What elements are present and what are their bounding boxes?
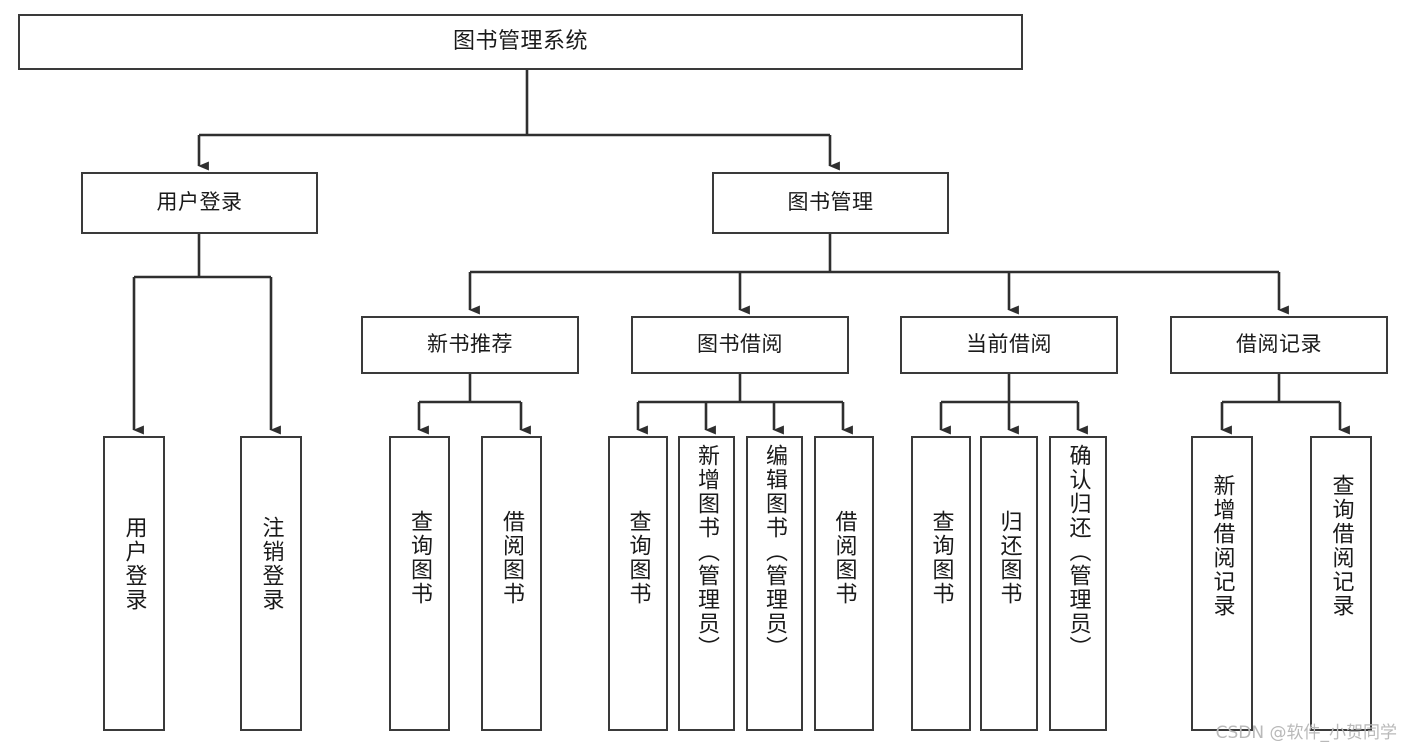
node-borrow-record[interactable]: 借阅记录	[1170, 316, 1388, 374]
node-book-borrow[interactable]: 图书借阅	[631, 316, 849, 374]
node-leaf-query-book-1[interactable]: 查询图书	[389, 436, 450, 731]
node-book-manage-label: 图书管理	[787, 190, 874, 215]
node-leaf-edit-book[interactable]: 编辑图书（管理员）	[746, 436, 803, 731]
node-leaf-query-record[interactable]: 查询借阅记录	[1310, 436, 1372, 731]
node-leaf-logout-label: 注销登录	[258, 516, 284, 612]
node-root-label: 图书管理系统	[452, 28, 588, 54]
node-leaf-add-record[interactable]: 新增借阅记录	[1191, 436, 1253, 731]
node-leaf-user-login-label: 用户登录	[121, 516, 147, 612]
node-leaf-query-book-3-label: 查询图书	[928, 510, 954, 606]
node-leaf-borrow-book-2-label: 借阅图书	[831, 510, 857, 606]
node-new-book-recommend[interactable]: 新书推荐	[361, 316, 579, 374]
node-leaf-query-record-label: 查询借阅记录	[1328, 474, 1354, 618]
node-leaf-logout[interactable]: 注销登录	[240, 436, 302, 731]
node-leaf-return-book[interactable]: 归还图书	[980, 436, 1038, 731]
node-leaf-borrow-book-1-label: 借阅图书	[499, 510, 525, 606]
node-leaf-return-book-label: 归还图书	[996, 510, 1022, 606]
node-leaf-confirm-return[interactable]: 确认归还（管理员）	[1049, 436, 1107, 731]
node-current-borrow[interactable]: 当前借阅	[900, 316, 1118, 374]
node-leaf-query-book-1-label: 查询图书	[407, 510, 433, 606]
node-user-login[interactable]: 用户登录	[81, 172, 318, 234]
node-leaf-add-book-label: 新增图书（管理员）	[694, 444, 720, 660]
node-leaf-confirm-return-label: 确认归还（管理员）	[1065, 444, 1091, 660]
node-leaf-add-book[interactable]: 新增图书（管理员）	[678, 436, 735, 731]
node-user-login-label: 用户登录	[156, 190, 243, 215]
node-leaf-user-login[interactable]: 用户登录	[103, 436, 165, 731]
node-leaf-edit-book-label: 编辑图书（管理员）	[762, 444, 788, 660]
node-book-borrow-label: 图书借阅	[697, 332, 783, 357]
node-leaf-add-record-label: 新增借阅记录	[1209, 474, 1235, 618]
node-leaf-borrow-book-1[interactable]: 借阅图书	[481, 436, 542, 731]
node-leaf-borrow-book-2[interactable]: 借阅图书	[814, 436, 874, 731]
node-root[interactable]: 图书管理系统	[18, 14, 1023, 70]
node-current-borrow-label: 当前借阅	[966, 332, 1052, 357]
node-book-manage[interactable]: 图书管理	[712, 172, 949, 234]
node-leaf-query-book-3[interactable]: 查询图书	[911, 436, 971, 731]
node-leaf-query-book-2[interactable]: 查询图书	[608, 436, 668, 731]
node-leaf-query-book-2-label: 查询图书	[625, 510, 651, 606]
node-borrow-record-label: 借阅记录	[1236, 332, 1322, 357]
node-new-book-recommend-label: 新书推荐	[427, 332, 513, 357]
